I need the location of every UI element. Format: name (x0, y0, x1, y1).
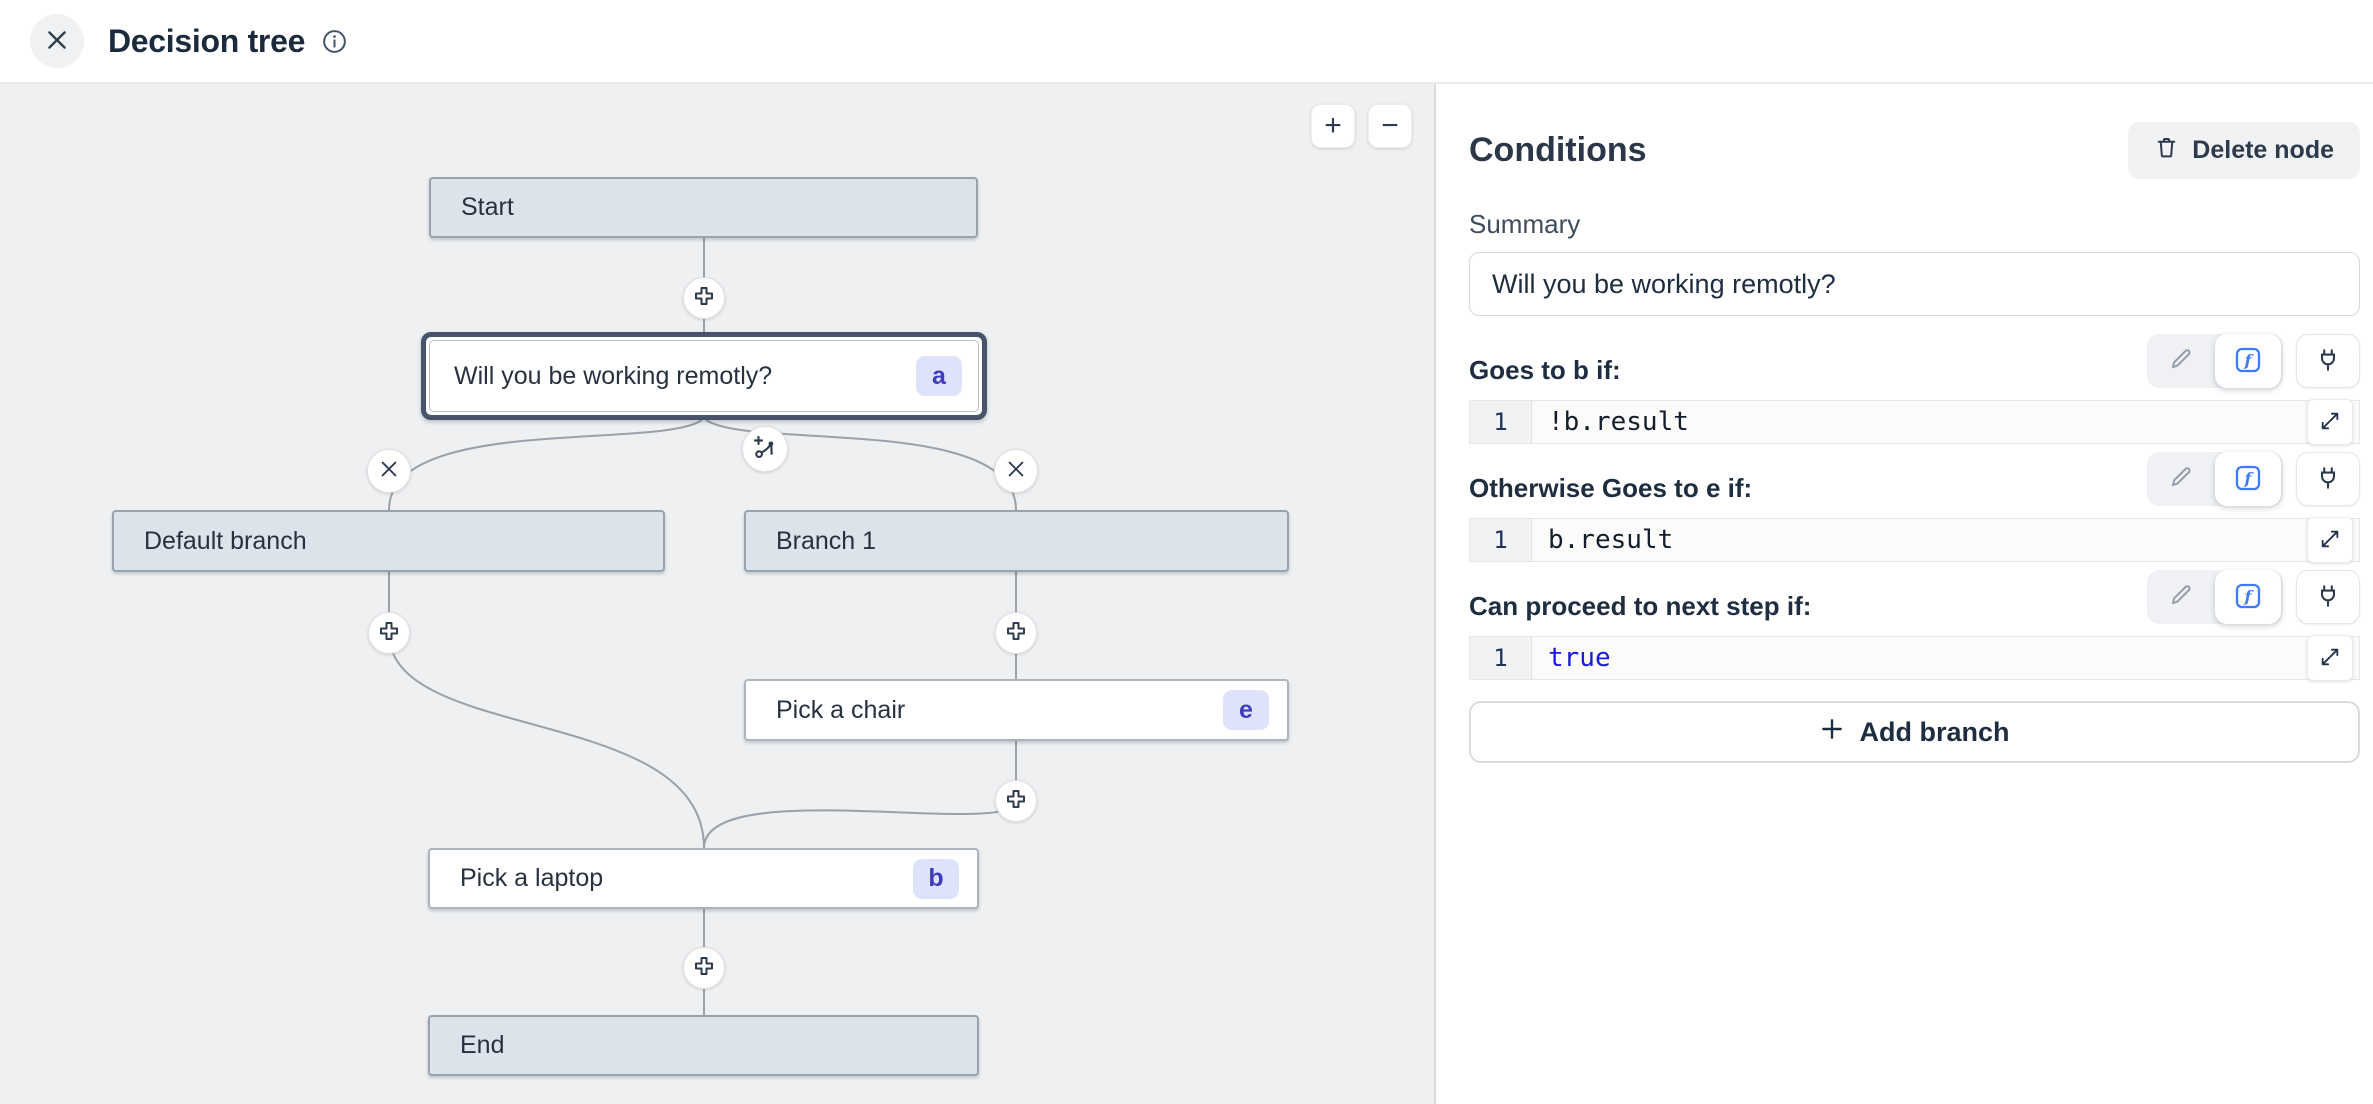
expand-icon (2319, 646, 2341, 671)
x-icon (1005, 458, 1027, 485)
function-icon: f (2234, 464, 2262, 495)
node-pick-a-chair[interactable]: Pick a chair e (744, 679, 1289, 741)
node-label: End (460, 1031, 505, 1059)
code-editor[interactable]: 1 !b.result (1469, 399, 2360, 445)
code-text: b.result (1548, 525, 1674, 555)
conditions-panel: Conditions Delete node Summary Goes to b… (1434, 84, 2373, 1104)
pencil-mode-button[interactable] (2147, 570, 2215, 624)
expand-editor-button[interactable] (2307, 635, 2353, 681)
condition-label: Otherwise Goes to e if: (1469, 473, 1753, 503)
add-step-button[interactable] (683, 277, 725, 319)
add-branch-button[interactable]: Add branch (1469, 701, 2360, 763)
node-label: Default branch (144, 526, 307, 555)
summary-label: Summary (1469, 209, 1581, 239)
add-step-button[interactable] (995, 780, 1037, 822)
expand-editor-button[interactable] (2307, 517, 2353, 563)
trash-icon (2154, 135, 2179, 167)
code-editor[interactable]: 1 b.result (1469, 517, 2360, 563)
add-branch-icon (752, 434, 778, 465)
plug-icon (2315, 465, 2341, 494)
function-mode-button[interactable]: f (2215, 452, 2281, 506)
pencil-mode-button[interactable] (2147, 452, 2215, 506)
node-label: Branch 1 (776, 526, 877, 555)
zoom-in-button[interactable]: + (1311, 104, 1355, 148)
editor-mode-toggle: f (2147, 334, 2283, 388)
pencil-mode-button[interactable] (2147, 334, 2215, 388)
svg-text:f: f (2244, 587, 2255, 606)
pencil-icon (2168, 464, 2194, 495)
node-branch-1[interactable]: Branch 1 (744, 510, 1289, 572)
code-text: true (1548, 643, 1611, 673)
line-number: 1 (1470, 637, 1532, 679)
connect-variable-button[interactable] (2296, 452, 2360, 506)
expand-icon (2319, 410, 2341, 435)
expand-icon (2319, 528, 2341, 553)
plus-icon (377, 619, 401, 648)
node-default-branch[interactable]: Default branch (112, 510, 665, 572)
close-button[interactable] (30, 14, 84, 68)
add-branch-connector-button[interactable] (742, 426, 788, 472)
condition-section: Otherwise Goes to e if: f (1469, 452, 2360, 563)
node-label: Start (461, 193, 514, 221)
code-text: !b.result (1548, 407, 1689, 437)
edge-question-default (388, 419, 703, 511)
condition-label: Goes to b if: (1469, 355, 1621, 385)
remove-branch-button[interactable] (994, 449, 1038, 493)
plus-icon (1004, 787, 1028, 816)
zoom-out-button[interactable]: − (1368, 104, 1412, 148)
condition-section: Can proceed to next step if: f (1469, 570, 2360, 681)
svg-text:f: f (2244, 469, 2255, 488)
function-mode-button[interactable]: f (2215, 334, 2281, 388)
plus-icon (1819, 716, 1845, 749)
node-question-selected[interactable]: Will you be working remotly? a (421, 332, 987, 420)
page-title: Decision tree (108, 22, 306, 59)
code-editor[interactable]: 1 true (1469, 635, 2360, 681)
node-end[interactable]: End (428, 1015, 979, 1076)
add-branch-label: Add branch (1859, 716, 2010, 747)
plug-icon (2315, 583, 2341, 612)
connect-variable-button[interactable] (2296, 334, 2360, 388)
plus-icon (1004, 619, 1028, 648)
node-label: Pick a chair (776, 695, 906, 724)
plus-icon (692, 954, 716, 983)
node-label: Will you be working remotly? (454, 361, 773, 390)
function-mode-button[interactable]: f (2215, 570, 2281, 624)
editor-mode-toggle: f (2147, 452, 2283, 506)
condition-section: Goes to b if: f 1 (1469, 334, 2360, 445)
add-step-button[interactable] (368, 612, 410, 654)
connect-variable-button[interactable] (2296, 570, 2360, 624)
close-icon (44, 27, 70, 56)
summary-input[interactable] (1469, 252, 2360, 316)
node-pick-a-laptop[interactable]: Pick a laptop b (428, 848, 979, 909)
line-number: 1 (1470, 401, 1532, 443)
pencil-icon (2168, 346, 2194, 377)
x-icon (378, 458, 400, 485)
condition-label: Can proceed to next step if: (1469, 591, 1812, 621)
remove-branch-button[interactable] (367, 449, 411, 493)
pencil-icon (2168, 582, 2194, 613)
top-header: Decision tree (0, 0, 2373, 84)
node-start[interactable]: Start (429, 177, 978, 238)
info-icon[interactable] (321, 28, 348, 55)
node-badge: e (1223, 690, 1269, 730)
add-step-button[interactable] (683, 947, 725, 989)
edge-default-laptop (388, 572, 705, 849)
plus-icon (692, 284, 716, 313)
node-badge: b (913, 858, 959, 899)
svg-text:f: f (2244, 351, 2255, 370)
node-label: Pick a laptop (460, 864, 604, 892)
add-step-button[interactable] (995, 612, 1037, 654)
expand-editor-button[interactable] (2307, 399, 2353, 445)
editor-mode-toggle: f (2147, 570, 2283, 624)
line-number: 1 (1470, 519, 1532, 561)
node-badge: a (916, 356, 962, 396)
delete-node-label: Delete node (2192, 136, 2334, 164)
function-icon: f (2234, 582, 2262, 613)
delete-node-button[interactable]: Delete node (2128, 122, 2360, 179)
panel-title: Conditions (1469, 131, 1647, 169)
function-icon: f (2234, 346, 2262, 377)
plug-icon (2315, 347, 2341, 376)
flow-canvas[interactable]: Start Will you be working remotly? a Def… (0, 84, 1434, 1104)
edge-chair-laptop (703, 741, 1017, 849)
